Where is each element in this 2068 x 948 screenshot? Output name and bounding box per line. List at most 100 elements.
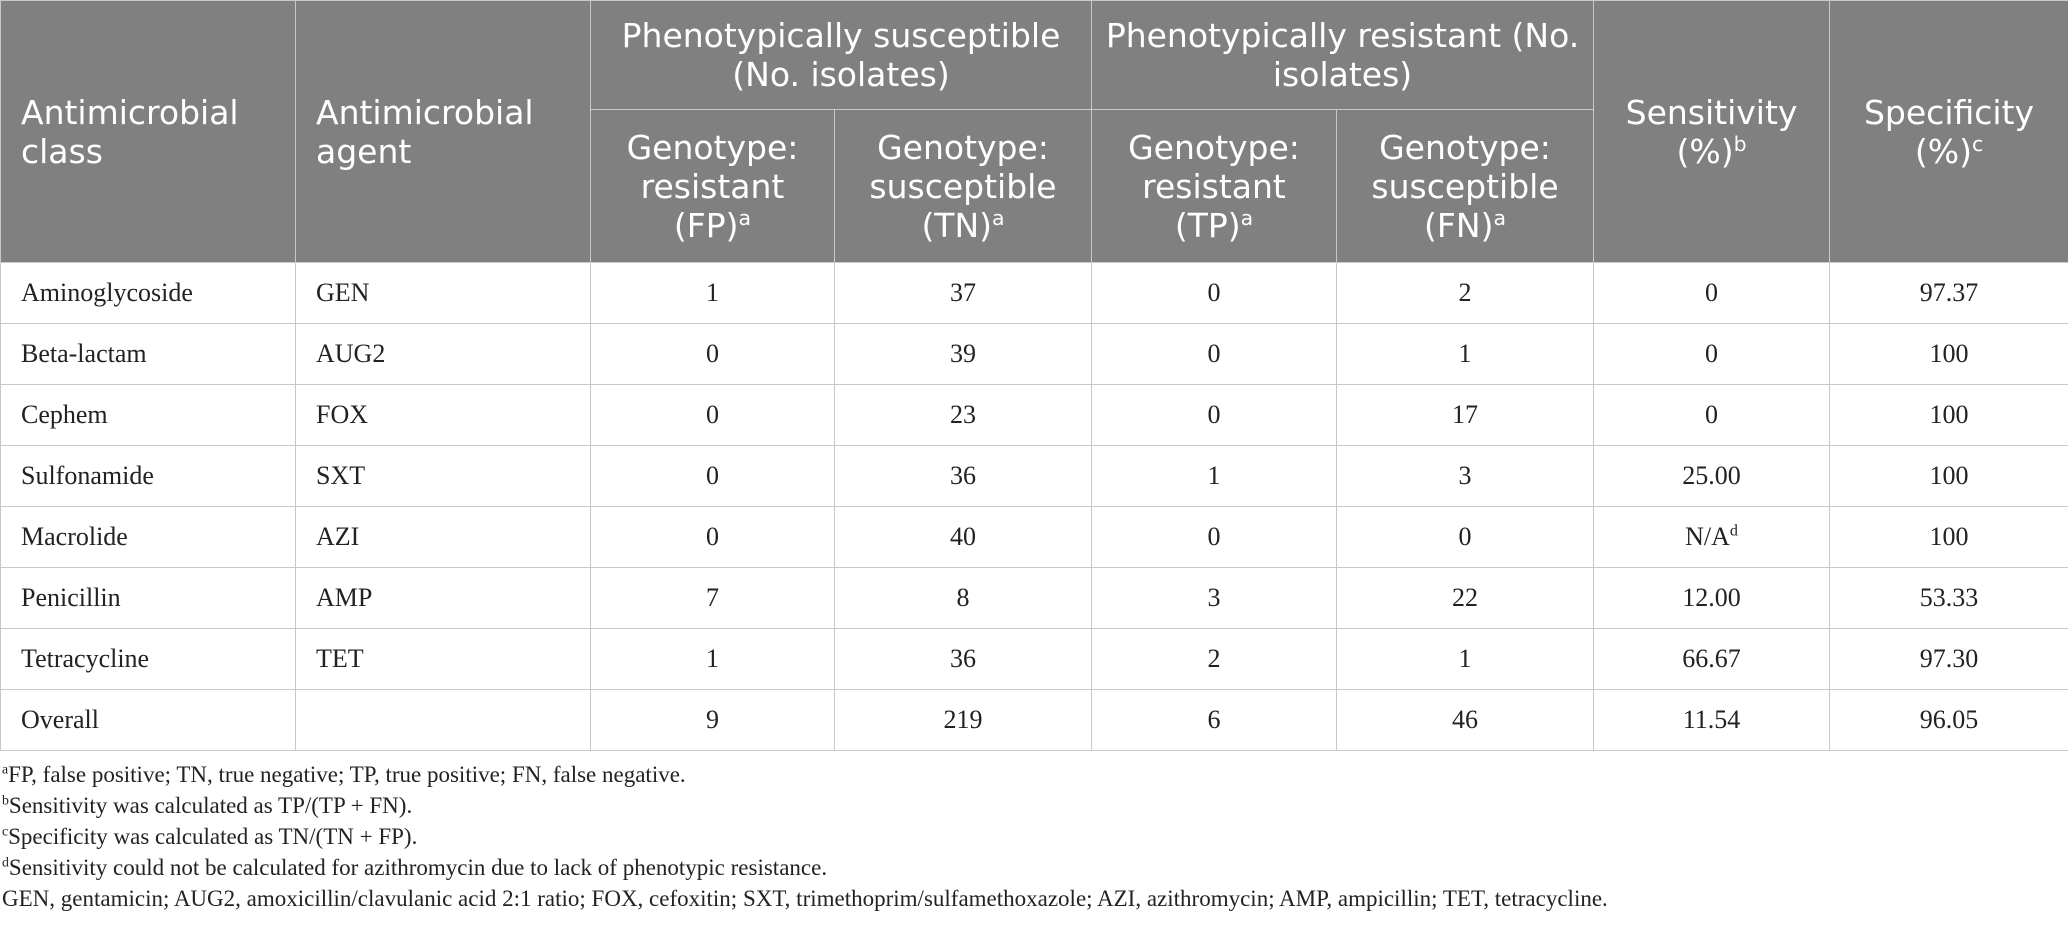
table-footnotes: aFP, false positive; TN, true negative; … — [0, 751, 2068, 914]
cell-fn: 1 — [1336, 323, 1595, 385]
table-header: Antimicrobial class Antimicrobial agent … — [0, 0, 2068, 263]
cell-tn: 23 — [833, 384, 1093, 446]
footnote-mark: a — [1493, 205, 1506, 230]
cell-sensitivity: 25.00 — [1593, 445, 1831, 507]
cell-specificity: 97.37 — [1829, 262, 2068, 324]
table-row: Macrolide AZI 0 40 0 0 N/Ad 100 — [0, 506, 2068, 568]
footnote-abbreviations: GEN, gentamicin; AUG2, amoxicillin/clavu… — [2, 886, 1608, 911]
cell-sensitivity: 0 — [1593, 384, 1831, 446]
cell-fp: 0 — [590, 445, 835, 507]
cell-specificity: 53.33 — [1829, 567, 2068, 629]
footnote-mark: a — [992, 205, 1005, 230]
table-row: Penicillin AMP 7 8 3 22 12.00 53.33 — [0, 567, 2068, 629]
cell-specificity: 97.30 — [1829, 628, 2068, 690]
header-tp: Genotype: resistant (TP)a — [1091, 109, 1338, 263]
header-fp: Genotype: resistant (FP)a — [590, 109, 835, 263]
table-row-overall: Overall 9 219 6 46 11.54 96.05 — [0, 689, 2068, 751]
cell-fp: 0 — [590, 506, 835, 568]
footnote-mark: d — [2, 854, 9, 870]
cell-fn: 17 — [1336, 384, 1595, 446]
cell-class: Aminoglycoside — [0, 262, 296, 324]
cell-specificity: 96.05 — [1829, 689, 2068, 751]
cell-tp: 6 — [1091, 689, 1338, 751]
cell-tn: 36 — [833, 628, 1093, 690]
cell-fp: 7 — [590, 567, 835, 629]
footnote-mark: b — [2, 792, 9, 808]
cell-tp: 0 — [1091, 262, 1338, 324]
cell-tp: 0 — [1091, 323, 1338, 385]
cell-tn: 8 — [833, 567, 1093, 629]
cell-class: Overall — [0, 689, 296, 751]
table-row: Aminoglycoside GEN 1 37 0 2 0 97.37 — [0, 262, 2068, 324]
cell-fn: 0 — [1336, 506, 1595, 568]
cell-fn: 22 — [1336, 567, 1595, 629]
cell-tn: 219 — [833, 689, 1093, 751]
footnote-mark: b — [1733, 131, 1747, 156]
cell-sensitivity: 66.67 — [1593, 628, 1831, 690]
header-phenotypically-resistant: Phenotypically resistant (No. isolates) — [1091, 0, 1595, 110]
cell-tn: 40 — [833, 506, 1093, 568]
header-sensitivity: Sensitivity (%)b — [1593, 0, 1831, 263]
cell-tp: 0 — [1091, 384, 1338, 446]
cell-tp: 2 — [1091, 628, 1338, 690]
cell-class: Macrolide — [0, 506, 296, 568]
footnote-mark: c — [2, 823, 9, 839]
cell-class: Beta-lactam — [0, 323, 296, 385]
footnote-mark: a — [2, 761, 9, 777]
cell-fn: 3 — [1336, 445, 1595, 507]
cell-agent: AUG2 — [295, 323, 591, 385]
cell-fn: 2 — [1336, 262, 1595, 324]
cell-sensitivity: 12.00 — [1593, 567, 1831, 629]
cell-sensitivity: N/Ad — [1593, 506, 1831, 568]
cell-tp: 1 — [1091, 445, 1338, 507]
cell-specificity: 100 — [1829, 506, 2068, 568]
cell-sensitivity: 0 — [1593, 262, 1831, 324]
cell-agent: AZI — [295, 506, 591, 568]
cell-class: Penicillin — [0, 567, 296, 629]
header-antimicrobial-agent: Antimicrobial agent — [295, 0, 591, 263]
footnote: bSensitivity was calculated as TP/(TP + … — [2, 792, 413, 818]
header-fn: Genotype: susceptible (FN)a — [1336, 109, 1595, 263]
table-row: Cephem FOX 0 23 0 17 0 100 — [0, 384, 2068, 446]
cell-agent: TET — [295, 628, 591, 690]
cell-fn: 1 — [1336, 628, 1595, 690]
cell-class: Tetracycline — [0, 628, 296, 690]
table-figure: Antimicrobial class Antimicrobial agent … — [0, 0, 2068, 914]
cell-specificity: 100 — [1829, 323, 2068, 385]
cell-tn: 39 — [833, 323, 1093, 385]
cell-fp: 9 — [590, 689, 835, 751]
table-row: Sulfonamide SXT 0 36 1 3 25.00 100 — [0, 445, 2068, 507]
cell-fn: 46 — [1336, 689, 1595, 751]
cell-agent: FOX — [295, 384, 591, 446]
cell-class: Sulfonamide — [0, 445, 296, 507]
header-row-1: Antimicrobial class Antimicrobial agent … — [0, 0, 2068, 263]
table-row: Beta-lactam AUG2 0 39 0 1 0 100 — [0, 323, 2068, 385]
footnote-mark: a — [1240, 205, 1254, 230]
header-tn: Genotype: susceptible (TN)a — [833, 109, 1093, 263]
table-row: Tetracycline TET 1 36 2 1 66.67 97.30 — [0, 628, 2068, 690]
cell-specificity: 100 — [1829, 445, 2068, 507]
cell-class: Cephem — [0, 384, 296, 446]
cell-fp: 0 — [590, 384, 835, 446]
cell-tn: 36 — [833, 445, 1093, 507]
cell-tn: 37 — [833, 262, 1093, 324]
footnote: dSensitivity could not be calculated for… — [2, 854, 828, 880]
footnote: cSpecificity was calculated as TN/(TN + … — [2, 823, 418, 849]
cell-fp: 1 — [590, 628, 835, 690]
header-specificity: Specificity (%)c — [1829, 0, 2068, 263]
cell-specificity: 100 — [1829, 384, 2068, 446]
header-phenotypically-susceptible: Phenotypically susceptible (No. isolates… — [589, 0, 1093, 110]
footnote-mark: c — [1971, 131, 1984, 156]
cell-fp: 1 — [590, 262, 835, 324]
cell-agent — [295, 689, 591, 751]
cell-agent: SXT — [295, 445, 591, 507]
table-body: Aminoglycoside GEN 1 37 0 2 0 97.37 Beta… — [0, 262, 2068, 751]
cell-fp: 0 — [590, 323, 835, 385]
cell-agent: GEN — [295, 262, 591, 324]
cell-tp: 3 — [1091, 567, 1338, 629]
cell-sensitivity: 11.54 — [1593, 689, 1831, 751]
cell-agent: AMP — [295, 567, 591, 629]
header-row-2: Genotype: resistant (FP)a Genotype: susc… — [1, 109, 2068, 263]
footnote-mark: a — [738, 205, 752, 230]
header-antimicrobial-class: Antimicrobial class — [0, 0, 296, 263]
